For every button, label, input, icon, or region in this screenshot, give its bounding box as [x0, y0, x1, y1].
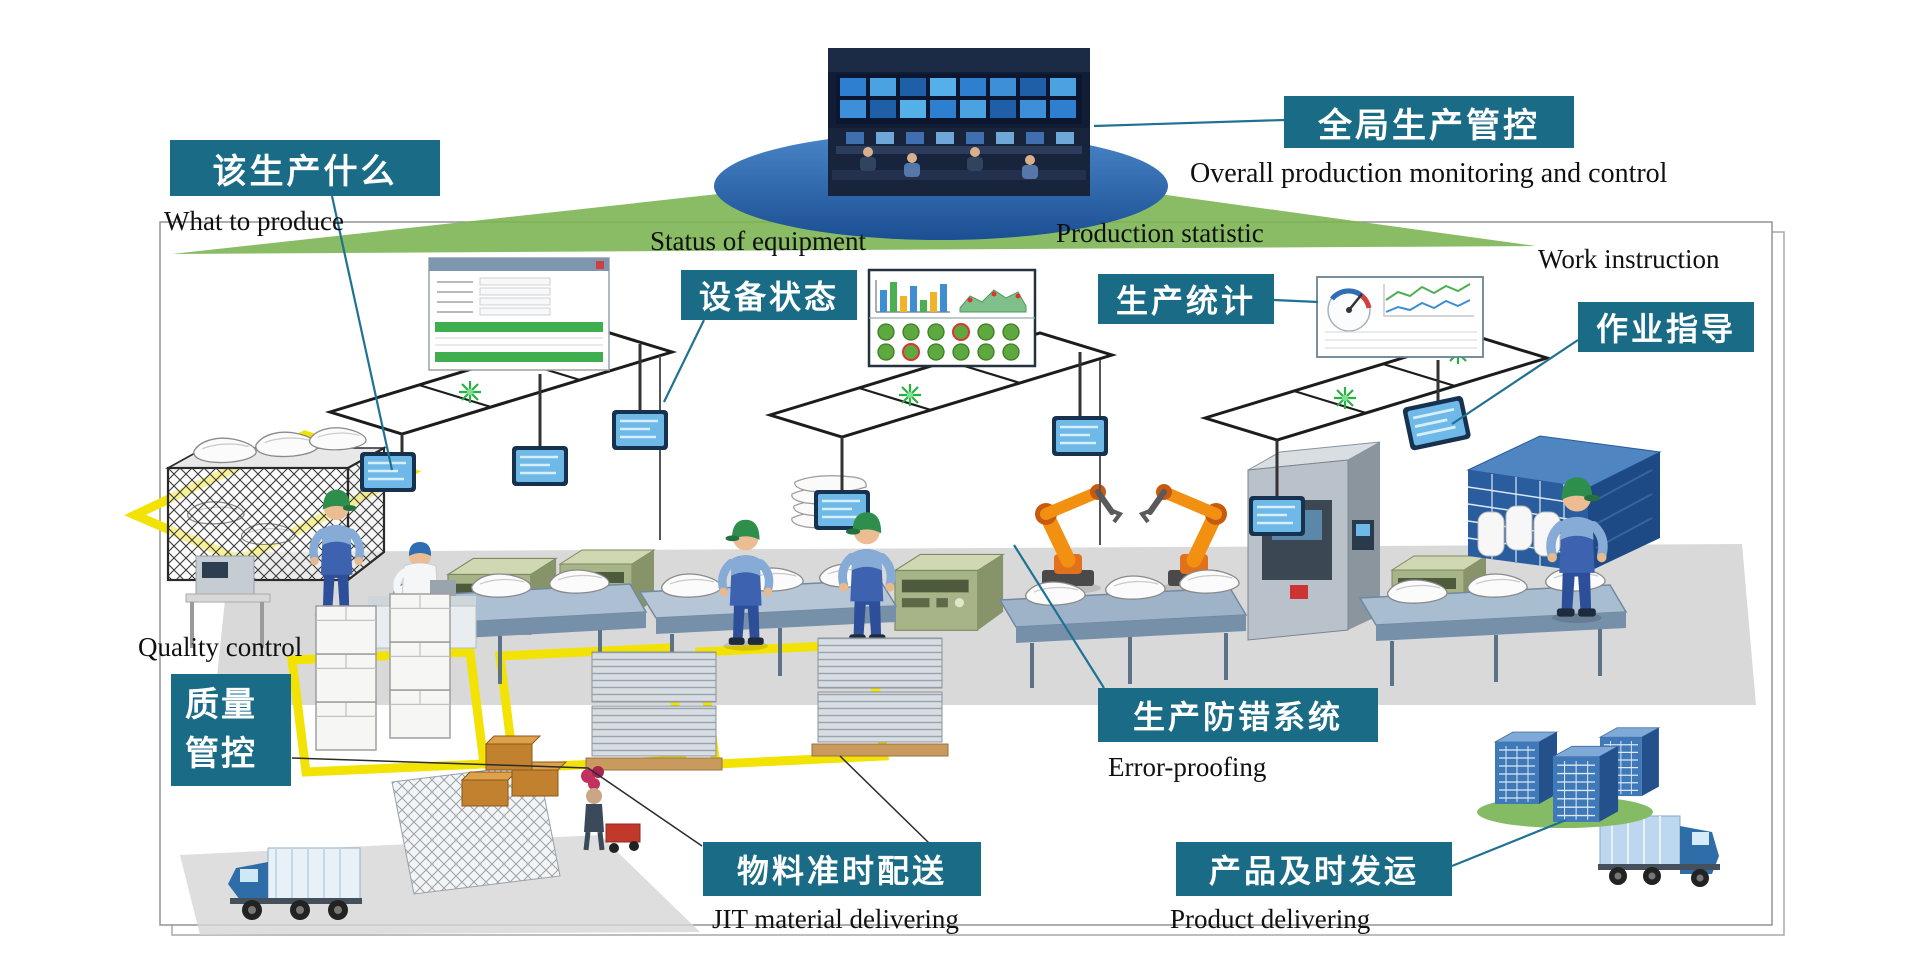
callout-line-quality-jit [291, 757, 703, 847]
caption-jit-material: JIT material delivering [712, 904, 959, 934]
measuring-device-table [185, 555, 271, 648]
control-room-photo [828, 48, 1090, 196]
callout-line-pallet-jit [839, 755, 931, 845]
caption-what-to-produce: What to produce [164, 206, 344, 236]
warehouse-rack [1466, 435, 1662, 572]
label-production-statistic: 生产统计 [1098, 274, 1274, 324]
caption-product-delivering: Product delivering [1170, 904, 1371, 934]
dashboard-screen [1316, 276, 1484, 358]
caption-quality-control: Quality control [138, 632, 303, 662]
caption-work-instruction: Work instruction [1538, 244, 1720, 274]
caption-production-statistic: Production statistic [1056, 218, 1264, 248]
picker-figure [581, 766, 641, 853]
callout-line-product-delivering [1451, 818, 1567, 868]
label-what-to-produce: 该生产什么 [170, 140, 440, 196]
callout-line-production-statistic [1273, 298, 1319, 304]
label-quality-control: 质量 管控 [171, 674, 291, 786]
caption-overall-control: Overall production monitoring and contro… [1190, 158, 1668, 189]
caption-error-proofing: Error-proofing [1108, 752, 1267, 782]
label-quality-line2: 管控 [185, 735, 257, 773]
cnc-machine [1247, 441, 1381, 641]
form-window-screen [428, 257, 610, 371]
conveyor-robots [998, 569, 1248, 688]
label-equipment-status: 设备状态 [681, 270, 857, 320]
label-product-delivering: 产品及时发运 [1176, 842, 1452, 896]
callout-line-error-proofing [1013, 544, 1105, 689]
delivery-truck-left [228, 847, 362, 920]
buildings-cluster [1477, 727, 1660, 828]
storage-fence [391, 763, 561, 895]
label-quality-line1: 质量 [185, 685, 257, 724]
label-overall-control: 全局生产管控 [1284, 96, 1574, 148]
callout-lines [291, 118, 1579, 868]
label-error-proofing: 生产防错系统 [1098, 688, 1378, 742]
line-monitor-screen [867, 268, 1037, 368]
label-work-instruction: 作业指导 [1578, 302, 1754, 352]
callout-line-work-instruction [1451, 339, 1579, 425]
caption-equipment-status: Status of equipment [650, 226, 866, 256]
label-jit-material: 物料准时配送 [703, 842, 981, 896]
callout-line-what-to-produce [330, 195, 394, 471]
callout-line-overall [1093, 118, 1285, 128]
delivery-truck-right [1598, 815, 1720, 887]
callout-line-equipment-status [663, 319, 705, 403]
cage-pallet-stack [585, 637, 949, 771]
